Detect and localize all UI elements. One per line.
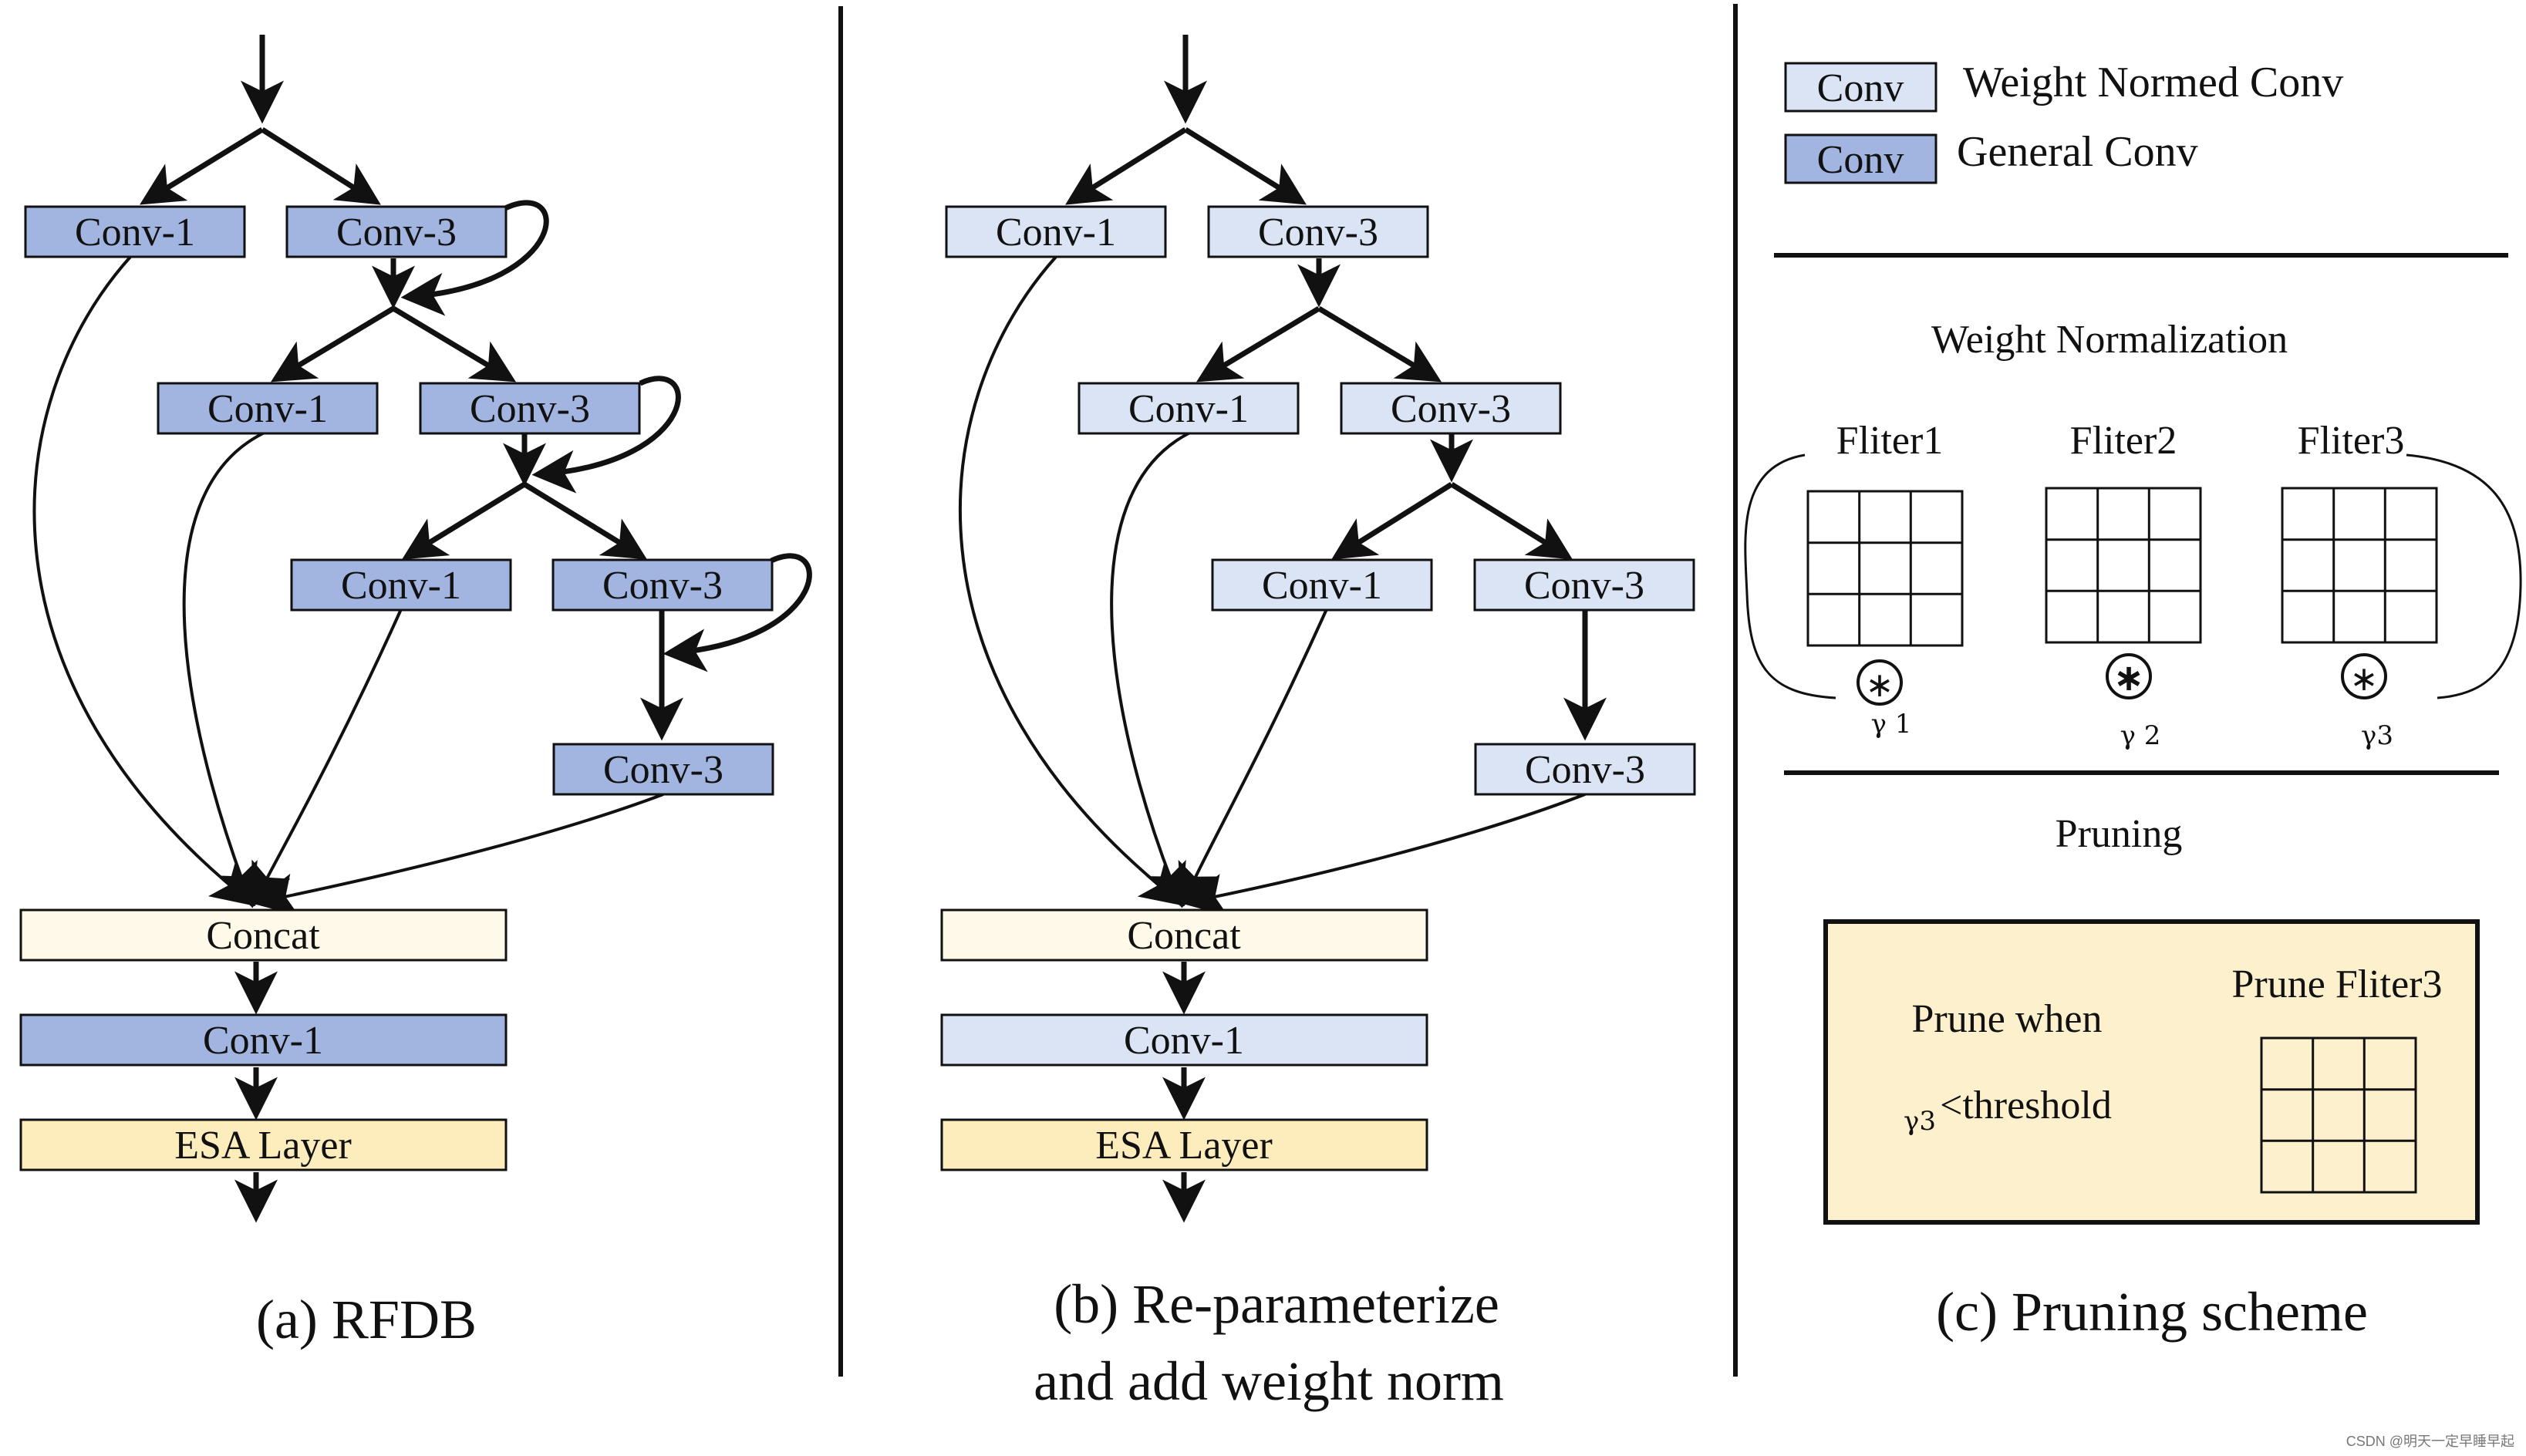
conv3-box: [552, 743, 774, 796]
panel-a-boxes: [19, 205, 774, 1171]
panel-b-caption-line1: (b) Re-parameterize: [1054, 1273, 1499, 1335]
prune-gamma-label: γ3: [1904, 1106, 1936, 1137]
filter2-label: Fliter2: [2070, 419, 2177, 463]
conv1-label: Conv-1: [203, 1019, 323, 1063]
panel-b-concat-connections: [959, 254, 1586, 917]
panel-b-boxes: [940, 205, 1696, 1171]
panel-a-caption: (a) RFDB: [256, 1289, 477, 1350]
general-conv-swatch: [1784, 133, 1937, 184]
watermark: CSDN @明天一定早睡早起: [2346, 1434, 2514, 1449]
panel-b-box-labels: Conv-1 Conv-3 Conv-1 Conv-3 Conv-1 Conv-…: [996, 211, 1645, 1168]
prune-filter3-label: Prune Fliter3: [2232, 962, 2443, 1006]
conv1-label: Conv-1: [341, 564, 461, 608]
prune-condition-box: [1823, 919, 2480, 1225]
conv1-label: Conv-1: [996, 211, 1116, 254]
conv3-box: [285, 205, 508, 258]
esa-layer-label: ESA Layer: [174, 1124, 352, 1168]
conv3-box: [419, 382, 641, 435]
conv3-label: Conv-3: [1258, 211, 1378, 254]
gamma3-label: γ3: [2361, 720, 2393, 751]
filter2-grid: [2045, 487, 2202, 644]
prune-when-label: Prune when: [1912, 997, 2103, 1041]
legend: Conv Weight Normed Conv Conv General Con…: [1784, 59, 2343, 184]
svg-text:∗: ∗: [2350, 659, 2379, 699]
conv3-label: Conv-3: [1525, 748, 1645, 792]
conv3-box: [1340, 382, 1562, 435]
conv3-label: Conv-3: [470, 387, 590, 431]
panel-b-arrows: [1065, 35, 1607, 1223]
conv1-box: [1078, 382, 1300, 435]
panel-c-pruning-scheme: Conv Weight Normed Conv Conv General Con…: [1744, 59, 2522, 1343]
panel-a-arrows: [140, 35, 812, 1223]
panel-a-box-labels: Conv-1 Conv-3 Conv-1 Conv-3 Conv-1 Conv-…: [75, 211, 723, 1168]
conv3-box: [551, 558, 774, 612]
pruning-title: Pruning: [2056, 812, 2183, 856]
conv1-box: [290, 558, 512, 612]
weight-normed-conv-swatch: [1784, 62, 1937, 113]
legend-swatch-label: Conv: [1817, 66, 1904, 110]
conv1-box: [24, 205, 246, 258]
panel-c-caption: (c) Pruning scheme: [1936, 1281, 2368, 1343]
esa-layer-box: [19, 1118, 508, 1171]
threshold-label: <threshold: [1940, 1084, 2112, 1127]
conv1-box: [19, 1013, 508, 1067]
legend-weight-normed-conv-label: Weight Normed Conv: [1963, 59, 2343, 106]
esa-layer-label: ESA Layer: [1095, 1124, 1273, 1168]
panel-b-caption-line2: and add weight norm: [1034, 1350, 1504, 1412]
pruned-filter-grid: [2260, 1036, 2417, 1194]
conv1-box: [940, 1013, 1428, 1067]
conv3-box: [1207, 205, 1429, 258]
svg-text:∗: ∗: [2113, 656, 2144, 699]
filter3-label: Fliter3: [2298, 419, 2405, 463]
concat-label: Concat: [1127, 914, 1241, 958]
legend-general-conv-label: General Conv: [1957, 128, 2198, 176]
conv1-label: Conv-1: [1262, 564, 1382, 608]
filter1-label: Fliter1: [1836, 419, 1944, 463]
svg-text:∗: ∗: [1866, 666, 1894, 705]
multiply-operator-icon: ∗: [2106, 653, 2152, 699]
filter1-grid: [1806, 490, 1964, 647]
conv1-box: [1211, 558, 1433, 612]
legend-swatch-label: Conv: [1817, 138, 1904, 182]
conv3-label: Conv-3: [336, 211, 457, 254]
concat-label: Concat: [206, 914, 320, 958]
panel-a-rfdb: Conv-1 Conv-3 Conv-1 Conv-3 Conv-1 Conv-…: [19, 35, 812, 1350]
weight-normalization-title: Weight Normalization: [1931, 318, 2288, 362]
gamma2-label: γ 2: [2120, 720, 2161, 751]
conv3-label: Conv-3: [602, 564, 723, 608]
gamma1-label: γ 1: [1871, 709, 1912, 740]
esa-layer-box: [940, 1118, 1428, 1171]
conv3-label: Conv-3: [1524, 564, 1644, 608]
conv1-label: Conv-1: [1128, 387, 1249, 431]
conv1-label: Conv-1: [75, 211, 195, 254]
panel-a-concat-connections: [32, 254, 664, 916]
filter-brackets: [1744, 453, 2522, 699]
concat-box: [940, 908, 1428, 962]
conv1-box: [945, 205, 1167, 258]
conv3-label: Conv-3: [1391, 387, 1511, 431]
conv1-label: Conv-1: [207, 387, 328, 431]
conv1-box: [157, 382, 379, 435]
concat-box: [19, 908, 508, 962]
panel-b-reparameterized: Conv-1 Conv-3 Conv-1 Conv-3 Conv-1 Conv-…: [940, 35, 1696, 1412]
conv1-label: Conv-1: [1124, 1019, 1244, 1063]
multiply-operator-icon: ∗: [1857, 659, 1903, 706]
conv3-box: [1474, 743, 1696, 796]
multiply-operator-icon: ∗: [2341, 653, 2387, 699]
filter3-grid: [2281, 487, 2438, 644]
conv3-label: Conv-3: [603, 748, 723, 792]
conv3-box: [1473, 558, 1695, 612]
